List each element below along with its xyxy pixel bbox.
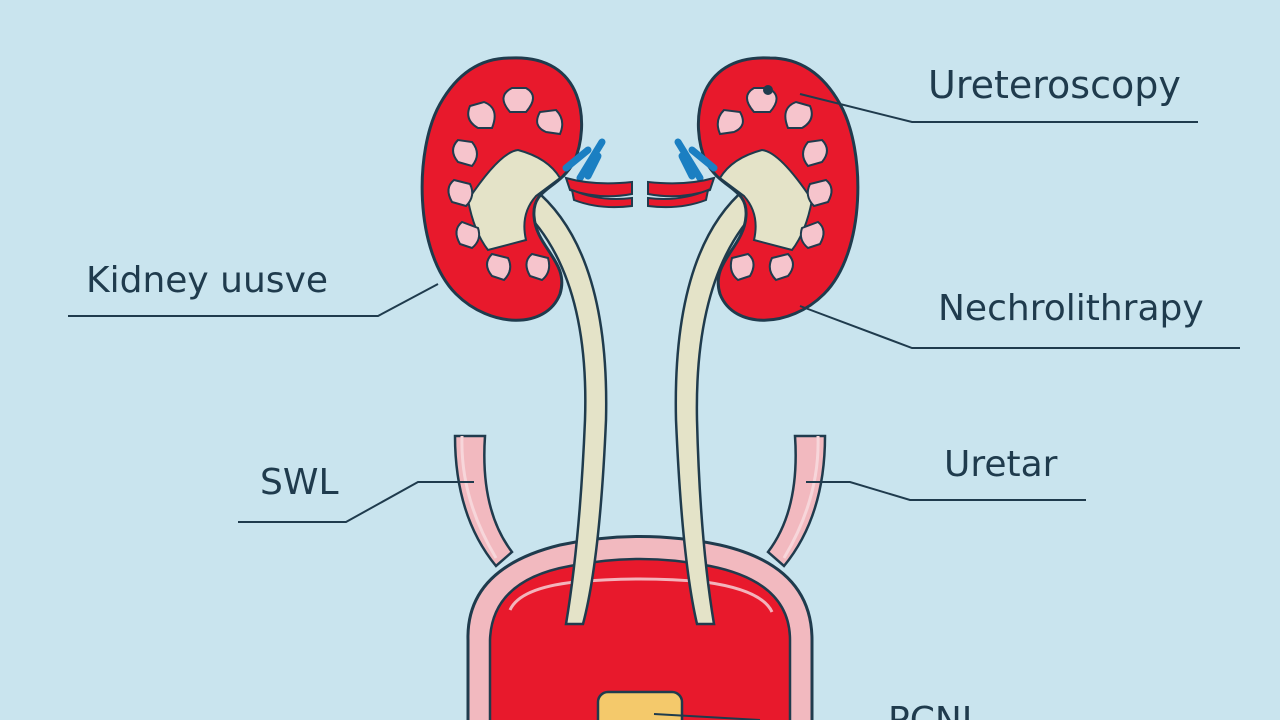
- kidney-stone: [596, 690, 684, 720]
- label-uretar: Uretar: [944, 444, 1058, 485]
- left-kidney-calyces: [447, 87, 564, 282]
- left-kidney: [420, 56, 584, 322]
- leader-uretar: [806, 481, 1086, 501]
- leader-swl: [238, 481, 474, 523]
- leader-ureteroscopy: [799, 93, 1198, 123]
- left-distal-ureter: [453, 434, 514, 568]
- left-ureter: [516, 186, 608, 626]
- leader-lines: [68, 93, 1240, 720]
- leader-kidney: [68, 283, 439, 317]
- right-distal-ureter: [766, 434, 827, 568]
- right-kidney-calyces: [716, 87, 833, 282]
- label-pcnl: PCNL: [888, 700, 982, 720]
- right-renal-vessels: [647, 138, 718, 209]
- label-kidney: Kidney uusve: [86, 260, 328, 301]
- right-kidney: [696, 56, 860, 322]
- label-swl: SWL: [260, 462, 339, 503]
- left-renal-vessels: [562, 138, 633, 209]
- label-ureteroscopy: Ureteroscopy: [928, 63, 1181, 107]
- leader-dot: [763, 85, 773, 95]
- leader-nechrolithrapy: [799, 305, 1240, 349]
- bladder: [466, 535, 814, 720]
- leader-pcnl: [653, 713, 761, 720]
- label-nechrolithrapy: Nechrolithrapy: [938, 288, 1204, 329]
- right-ureter: [674, 186, 764, 626]
